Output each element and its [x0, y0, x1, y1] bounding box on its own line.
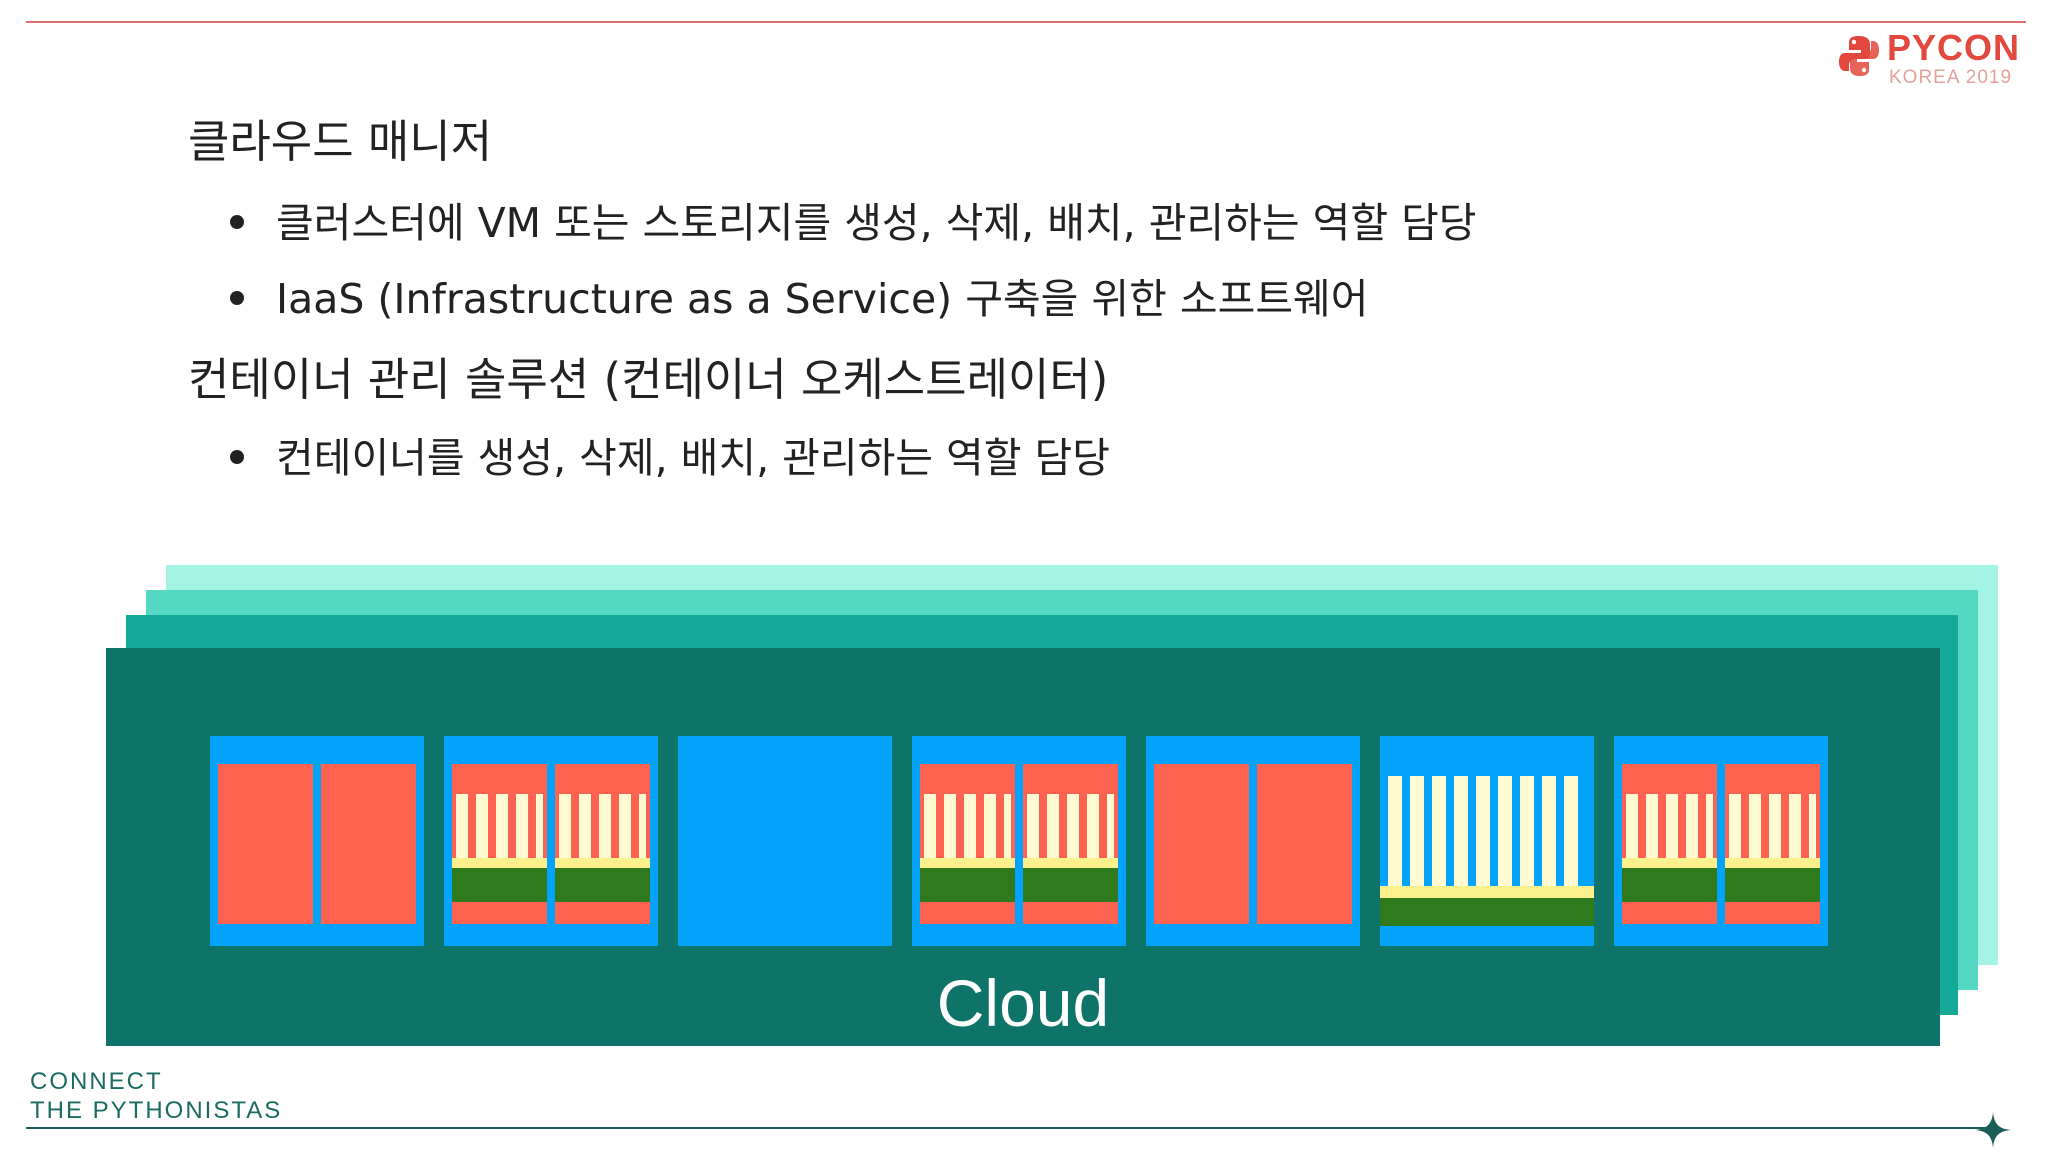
container-stack	[1626, 794, 1713, 858]
logo-wordmark: PYCON	[1887, 27, 2021, 68]
vm-block	[555, 764, 650, 924]
os-block	[1023, 868, 1118, 902]
container-runtime	[452, 858, 547, 868]
container-stack	[456, 794, 543, 858]
footer-tagline-line2: THE PYTHONISTAS	[30, 1097, 283, 1124]
cloud-label: Cloud	[936, 966, 1110, 1040]
footer-tagline-line1: CONNECT	[30, 1068, 163, 1095]
cloud-panel: Cloud	[106, 648, 1940, 1046]
vm-block	[1257, 764, 1352, 924]
server-node	[210, 736, 424, 946]
server-node	[444, 736, 658, 946]
server-node	[1380, 736, 1594, 946]
server-node-empty	[678, 736, 892, 946]
container-stack	[1388, 776, 1586, 886]
vm-block	[1725, 764, 1820, 924]
container-runtime	[920, 858, 1015, 868]
vm-block	[218, 764, 313, 924]
vm-block	[1154, 764, 1249, 924]
container-runtime	[1725, 858, 1820, 868]
vm-block	[1622, 764, 1717, 924]
container-stack	[1729, 794, 1816, 858]
container-stack	[559, 794, 646, 858]
section-heading-container-manager: 컨테이너 관리 솔루션 (컨테이너 오케스트레이터)	[188, 353, 1109, 406]
python-logo-icon	[1839, 36, 1879, 76]
server-node	[1146, 736, 1360, 946]
os-block	[452, 868, 547, 902]
container-runtime	[1380, 886, 1594, 898]
vm-block	[920, 764, 1015, 924]
container-runtime	[555, 858, 650, 868]
container-runtime	[1023, 858, 1118, 868]
pycon-logo: PYCON KOREA 2019	[1835, 27, 2025, 88]
os-block	[1380, 898, 1594, 926]
bullet-text: 컨테이너를 생성, 삭제, 배치, 관리하는 역할 담당	[276, 434, 1110, 482]
bullet-icon	[230, 450, 244, 464]
vm-block	[321, 764, 416, 924]
bullet-text: IaaS (Infrastructure as a Service) 구축을 위…	[276, 275, 1369, 323]
bullet-icon	[230, 215, 244, 229]
server-node	[1614, 736, 1828, 946]
os-block	[555, 868, 650, 902]
top-divider	[26, 21, 2026, 23]
vm-block	[1023, 764, 1118, 924]
os-block	[1622, 868, 1717, 902]
server-node	[912, 736, 1126, 946]
vm-block	[452, 764, 547, 924]
container-stack	[1027, 794, 1114, 858]
bullet-icon	[230, 291, 244, 305]
logo-subtitle: KOREA 2019	[1889, 67, 2013, 88]
os-block	[920, 868, 1015, 902]
os-block	[1725, 868, 1820, 902]
section-heading-cloud-manager: 클라우드 매니저	[188, 115, 493, 168]
bullet-text: 클러스터에 VM 또는 스토리지를 생성, 삭제, 배치, 관리하는 역할 담당	[276, 199, 1477, 247]
sparkle-icon	[1975, 1112, 2011, 1148]
container-stack	[924, 794, 1011, 858]
container-runtime	[1622, 858, 1717, 868]
bottom-divider	[26, 1127, 1996, 1129]
